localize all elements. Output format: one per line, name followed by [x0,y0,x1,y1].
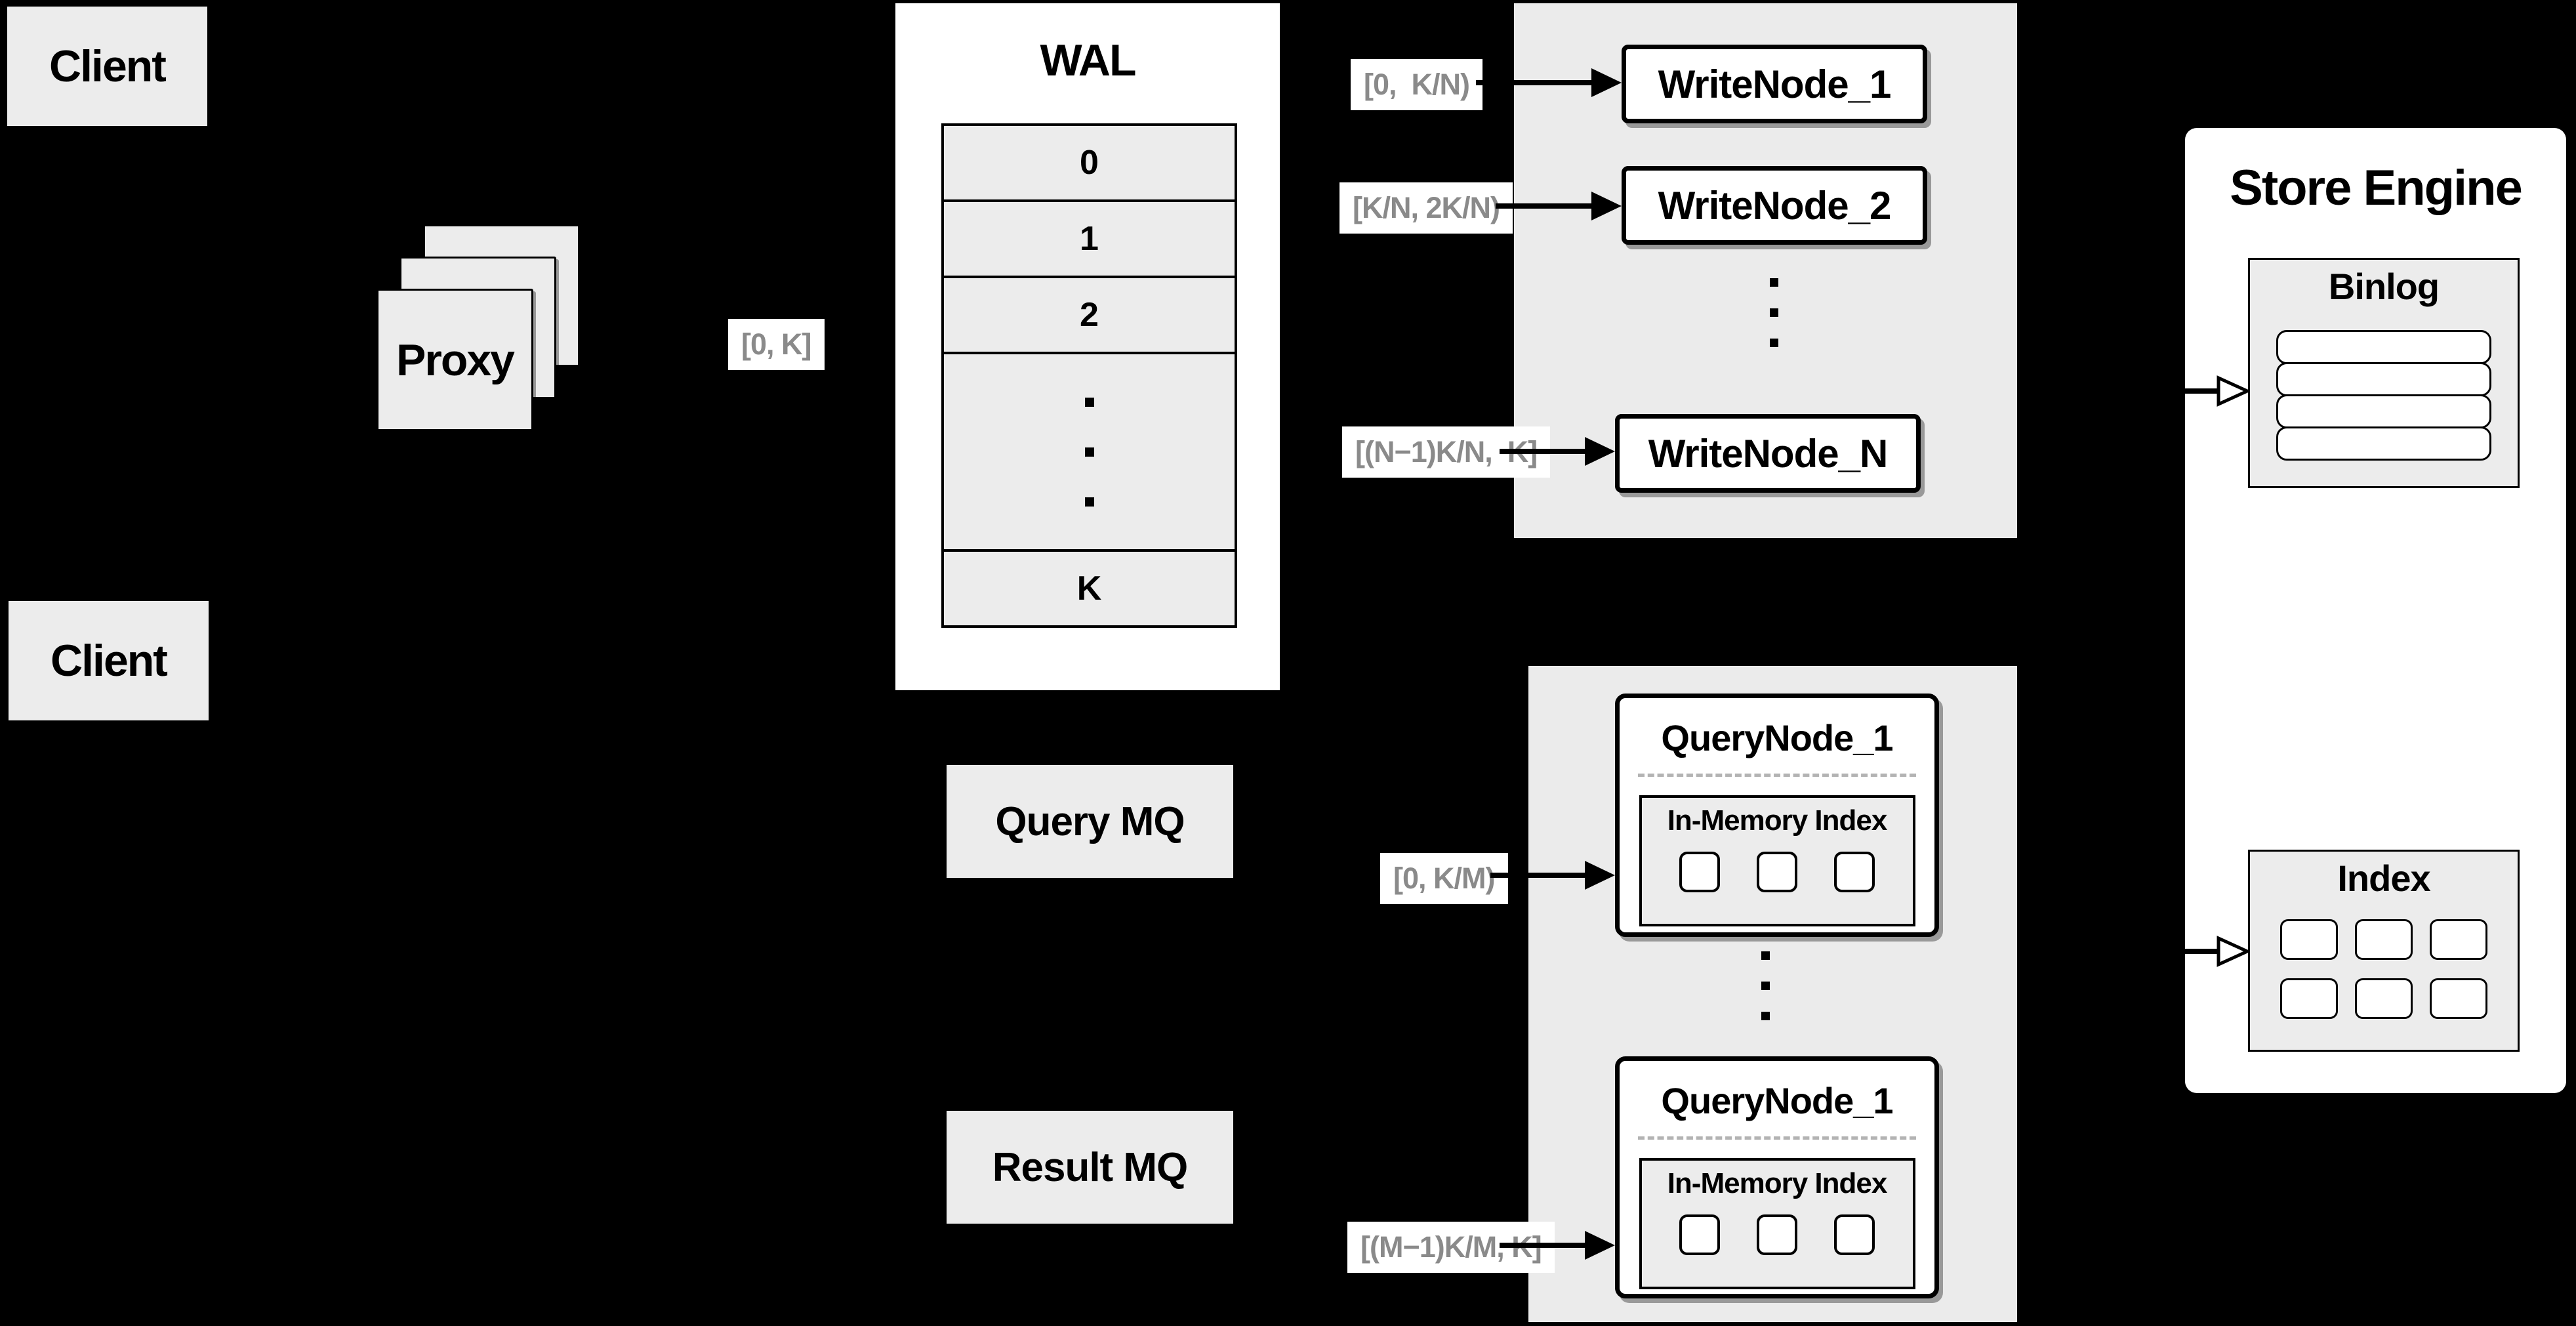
proxy-stack: Proxy [377,224,581,431]
binlog-rows [2250,330,2518,461]
binlog-box: Binlog [2248,258,2520,488]
dot [1761,982,1770,990]
write-node-1: WriteNode_1 [1622,45,1927,123]
index-cell [2430,978,2487,1019]
wal-row: 0 [944,126,1235,202]
write-node-2-label: WriteNode_2 [1658,183,1892,228]
client-box-top: Client [5,5,209,128]
arrow-to-writenode-2 [1496,192,1622,220]
segment-cells [1679,1214,1875,1255]
in-memory-index-box: In-Memory Index [1639,795,1915,926]
query-mq-label: Query MQ [995,798,1185,844]
range-label-write1: [0, K/N) [1351,59,1483,110]
write-node-n-label: WriteNode_N [1648,431,1889,476]
segment-cell [1757,852,1797,892]
store-engine-title: Store Engine [2230,160,2523,216]
result-mq-label: Result MQ [992,1144,1189,1190]
wal-row: 2 [944,278,1235,354]
dot [1770,308,1778,317]
dot [1770,278,1778,287]
in-memory-index-box: In-Memory Index [1639,1158,1915,1289]
index-cell [2280,919,2338,960]
index-cells [2250,919,2518,1019]
index-cell [2430,919,2487,960]
arrow-to-binlog [2158,375,2250,407]
wal-row: K [1076,570,1102,608]
index-title: Index [2337,858,2430,899]
dashed-divider [1638,774,1916,777]
segment-cell [1834,852,1875,892]
segment-cell [1834,1214,1875,1255]
query-node-m: QueryNode_1 In-Memory Index [1615,1056,1939,1298]
index-box: Index [2248,850,2520,1052]
proxy-label: Proxy [396,335,515,385]
in-memory-index-title: In-Memory Index [1667,804,1888,837]
proxy-card-front: Proxy [377,289,533,431]
dashed-divider [1638,1136,1916,1140]
arrow-to-index [2158,936,2250,967]
write-node-1-label: WriteNode_1 [1658,62,1892,106]
binlog-row [2276,426,2491,461]
store-engine-container: Store Engine Binlog Index [2185,128,2566,1093]
segment-cells [1679,852,1875,892]
ellipsis-dots [1770,278,1778,347]
range-label-proxy: [0, K] [728,319,825,370]
query-mq-box: Query MQ [945,763,1235,880]
dot [1084,447,1094,457]
segment-cell [1679,1214,1720,1255]
dot [1761,1012,1770,1020]
binlog-row [2276,394,2491,428]
wal-title: WAL [1040,35,1136,85]
write-node-2: WriteNode_2 [1622,166,1927,245]
client-label: Client [51,636,168,686]
query-node-title: QueryNode_1 [1661,717,1893,758]
result-mq-box: Result MQ [945,1109,1235,1226]
client-label: Client [49,41,167,91]
arrow-to-querynode-1 [1490,861,1615,890]
dot [1761,951,1770,960]
query-node-title: QueryNode_1 [1661,1080,1893,1121]
range-label-writeN: [(N−1)K/N, K] [1342,426,1551,478]
write-node-n: WriteNode_N [1615,414,1921,493]
arrow-to-writenode-n [1500,437,1615,466]
dot [1084,397,1094,407]
binlog-title: Binlog [2328,266,2440,307]
dot [1084,497,1094,507]
segment-cell [1679,852,1720,892]
in-memory-index-title: In-Memory Index [1667,1167,1888,1199]
range-label-queryM: [(M−1)K/M, K] [1347,1222,1555,1273]
binlog-row [2276,362,2491,396]
wal-table: 0 1 2 K [941,123,1237,628]
wal-row: 1 [944,202,1235,278]
segment-cell [1757,1214,1797,1255]
index-cell [2355,978,2413,1019]
ellipsis-dots [1761,951,1770,1020]
index-cell [2355,919,2413,960]
binlog-row [2276,330,2491,364]
query-node-1: QueryNode_1 In-Memory Index [1615,694,1939,937]
dot [1770,339,1778,347]
ellipsis-dots [944,354,1235,552]
arrow-to-writenode-1 [1476,68,1622,97]
wal-container: WAL 0 1 2 K [895,3,1280,690]
range-label-query1: [0, K/M) [1380,853,1508,904]
arrow-to-querynode-m [1500,1231,1615,1260]
index-cell [2280,978,2338,1019]
range-label-write2: [K/N, 2K/N) [1339,182,1513,234]
client-box-bottom: Client [7,599,211,722]
